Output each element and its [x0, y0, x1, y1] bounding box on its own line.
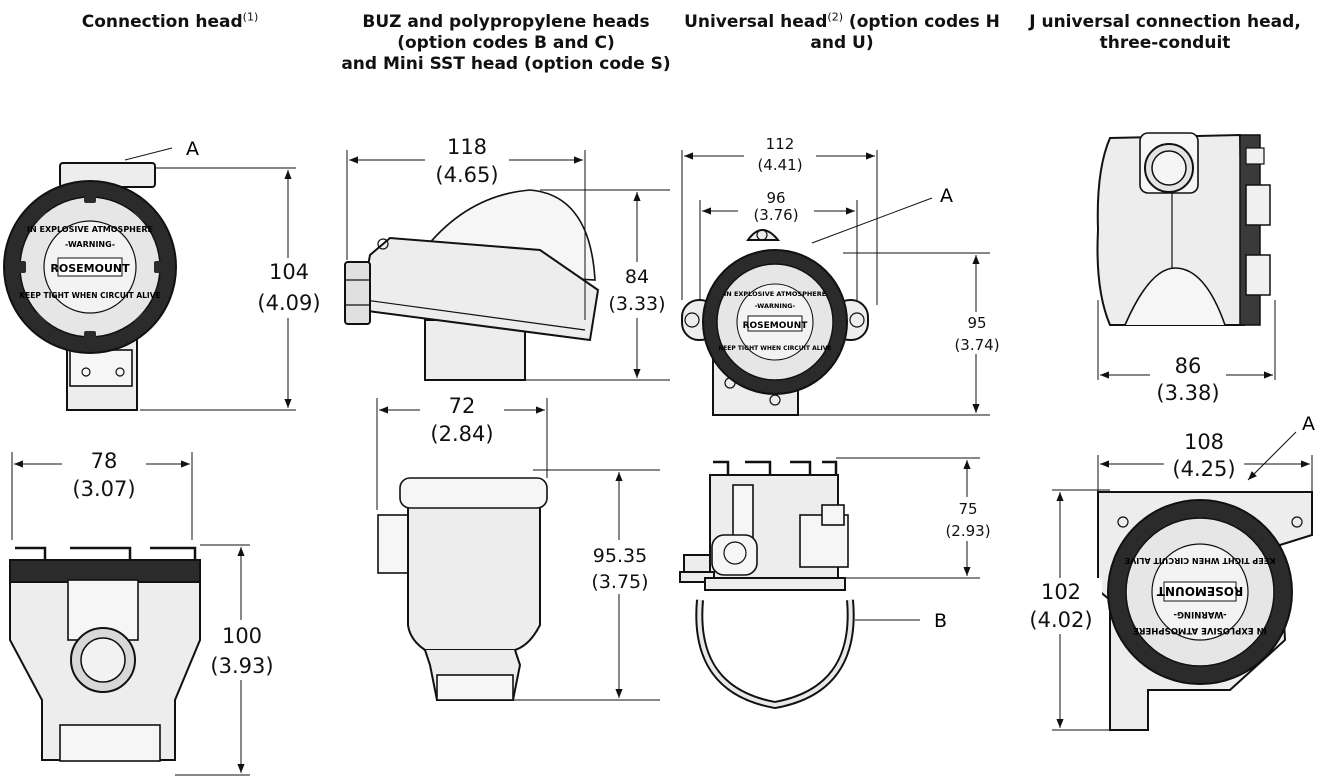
dim-72-mm: 72 — [449, 394, 476, 418]
dim-72-in: (2.84) — [430, 422, 493, 446]
mini-sst-head-view — [377, 477, 548, 701]
dim-95-35-mm: 95.35 — [593, 545, 647, 567]
header-buz-heads-line1: BUZ and polypropylene heads (option code… — [362, 12, 650, 53]
callout-leader-a2 — [811, 197, 933, 244]
footnote-marker-2: (2) — [827, 10, 843, 24]
j-head-side-view — [1096, 132, 1271, 326]
callout-a2: A — [940, 185, 953, 207]
dim-86-in: (3.38) — [1156, 381, 1219, 405]
dim-112-mm: 112 — [766, 135, 795, 153]
cover-brand-2: ROSEMOUNT — [743, 321, 809, 331]
dim-78-mm: 78 — [91, 449, 118, 473]
callout-b1: B — [934, 610, 947, 632]
dim-96-in: (3.76) — [753, 206, 798, 224]
dim-108-mm: 108 — [1184, 430, 1224, 454]
callout-leader-a3 — [1247, 431, 1297, 481]
cover-text-warning-4: IN EXPLOSIVE ATMOSPHERE — [724, 290, 826, 298]
dim-104-mm: 104 — [269, 260, 309, 284]
dim-102-in: (4.02) — [1029, 608, 1092, 632]
cover-text-warning-2: -WARNING- — [65, 240, 115, 249]
dim-95-in: (3.74) — [954, 336, 999, 354]
cover-brand-1: ROSEMOUNT — [50, 262, 130, 275]
dim-95-35-in: (3.75) — [591, 571, 648, 593]
cover-text-warning-6: KEEP TIGHT WHEN CIRCUIT ALIVE — [718, 345, 831, 352]
dim-118-in: (4.65) — [435, 163, 498, 187]
callout-leader-a1 — [124, 147, 173, 161]
header-buz-heads: BUZ and polypropylene heads (option code… — [335, 12, 677, 75]
dim-84-mm: 84 — [625, 266, 649, 288]
j-head-front-view: IN EXPLOSIVE ATMOSPHERE -WARNING- ROSEMO… — [1097, 491, 1313, 731]
dim-75-mm: 75 — [958, 500, 977, 518]
buz-head-side-view — [344, 189, 600, 381]
cover-text-warning-5: -WARNING- — [755, 302, 796, 310]
cover-text-warning-7: IN EXPLOSIVE ATMOSPHERE — [1133, 625, 1267, 635]
dim-112-in: (4.41) — [757, 156, 802, 174]
header-buz-heads-line2: and Mini SST head (option code S) — [341, 54, 671, 74]
dim-75-in: (2.93) — [945, 522, 990, 540]
cover-text-warning-1: IN EXPLOSIVE ATMOSPHERE — [27, 225, 153, 234]
header-j-universal-head-title: J universal connection head, three-condu… — [1029, 12, 1301, 53]
header-universal-head: Universal head(2) (option codes H and U) — [672, 10, 1012, 54]
dim-95-mm: 95 — [967, 314, 986, 332]
dim-100-mm: 100 — [222, 624, 262, 648]
callout-a3: A — [1302, 413, 1315, 435]
cover-text-warning-3: KEEP TIGHT WHEN CIRCUIT ALIVE — [19, 291, 160, 300]
header-connection-head: Connection head(1) — [20, 10, 320, 33]
header-universal-head-pre: Universal head — [684, 12, 828, 32]
header-j-universal-head: J universal connection head, three-condu… — [1020, 12, 1310, 54]
dim-108-in: (4.25) — [1172, 457, 1235, 481]
footnote-marker-1: (1) — [242, 10, 259, 24]
cover-brand-3: ROSEMOUNT — [1156, 584, 1243, 598]
dim-118-mm: 118 — [447, 135, 487, 159]
callout-a1: A — [186, 138, 199, 160]
dim-100-in: (3.93) — [210, 654, 273, 678]
dim-78-in: (3.07) — [72, 477, 135, 501]
dim-84-in: (3.33) — [608, 293, 665, 315]
cover-text-warning-8: -WARNING- — [1173, 609, 1227, 619]
header-universal-head-post: (option codes H and U) — [810, 12, 1000, 53]
cover-text-warning-9: KEEP TIGHT WHEN CIRCUIT ALIVE — [1125, 556, 1276, 565]
universal-head-front-view: IN EXPLOSIVE ATMOSPHERE -WARNING- ROSEMO… — [681, 229, 869, 416]
dim-86-mm: 86 — [1175, 354, 1202, 378]
dim-102-mm: 102 — [1041, 580, 1081, 604]
header-connection-head-title: Connection head — [81, 12, 243, 32]
connection-head-side-view — [9, 546, 201, 762]
dim-96-mm: 96 — [766, 189, 785, 207]
universal-head-side-view — [679, 460, 855, 710]
connection-head-front-view: IN EXPLOSIVE ATMOSPHERE -WARNING- ROSEMO… — [3, 162, 177, 411]
dim-104-in: (4.09) — [257, 291, 320, 315]
